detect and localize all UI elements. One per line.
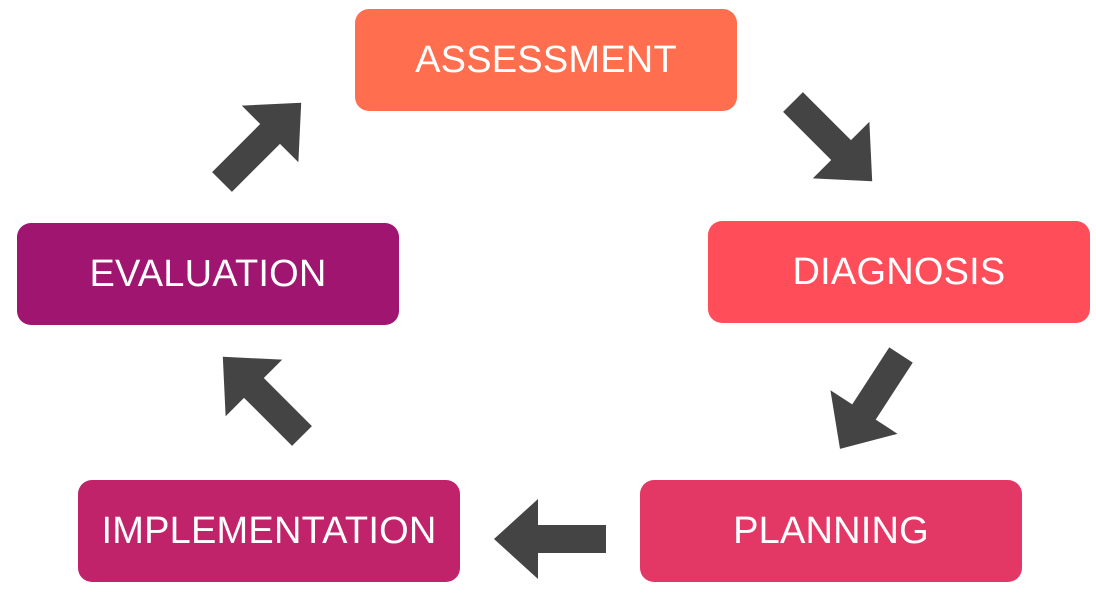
step-implementation-label: IMPLEMENTATION [101, 509, 437, 552]
step-evaluation-label: EVALUATION [89, 252, 327, 295]
step-evaluation: EVALUATION [17, 223, 399, 325]
step-planning-label: PLANNING [733, 509, 929, 552]
step-diagnosis-label: DIAGNOSIS [792, 250, 1006, 293]
step-implementation: IMPLEMENTATION [78, 480, 460, 582]
arrow-diagnosis-to-planning-icon [806, 333, 935, 471]
arrow-assessment-to-diagnosis-icon [764, 73, 901, 210]
step-assessment-label: ASSESSMENT [415, 38, 677, 81]
step-diagnosis: DIAGNOSIS [708, 221, 1090, 323]
arrow-planning-to-implementation-icon [494, 499, 606, 579]
arrow-evaluation-to-assessment-icon [193, 74, 330, 211]
step-assessment: ASSESSMENT [355, 9, 737, 111]
step-planning: PLANNING [640, 480, 1022, 582]
arrow-implementation-to-evaluation-icon [194, 328, 331, 465]
